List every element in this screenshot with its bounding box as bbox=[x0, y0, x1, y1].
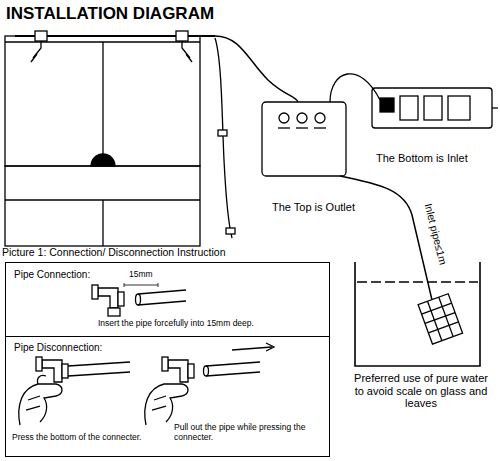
instruction-text: Press the bottom of the connecter. bbox=[12, 433, 162, 443]
aquarium-tank bbox=[5, 36, 200, 166]
panel-heading: Picture 1: Connection/ Disconnection Ins… bbox=[2, 246, 226, 258]
water-note: Preferred use of pure water to avoid sca… bbox=[348, 372, 494, 410]
instruction-text: Pull out the pipe while pressing the con… bbox=[174, 423, 324, 443]
instruction-text: Insert the pipe forcefully into 15mm dee… bbox=[98, 319, 324, 329]
instruction-panel: Picture 1: Connection/ Disconnection Ins… bbox=[5, 262, 330, 457]
outlet-note: The Top is Outlet bbox=[272, 201, 355, 214]
inlet-note: The Bottom is Inlet bbox=[376, 152, 468, 165]
pull-illustration bbox=[145, 343, 274, 425]
pipe-length-note: Inlet pipe≤1m bbox=[423, 202, 450, 266]
section-heading: Pipe Connection: bbox=[14, 269, 90, 281]
pump-controller bbox=[262, 102, 346, 176]
water-container bbox=[355, 262, 480, 366]
press-illustration bbox=[19, 357, 130, 425]
power-strip bbox=[372, 88, 492, 128]
disconnection-section: Pipe Disconnection: Press the bottom of t… bbox=[6, 337, 329, 454]
connection-illustration bbox=[92, 283, 186, 316]
diagram-title: INSTALLATION DIAGRAM bbox=[6, 4, 214, 24]
section-heading: Pipe Disconnection: bbox=[14, 342, 102, 354]
connection-section: Pipe Connection: Insert the pipe forceful… bbox=[6, 263, 329, 337]
inlet-filter bbox=[418, 294, 462, 344]
aquarium-cabinet bbox=[5, 166, 200, 246]
dimension-label: 15mm bbox=[128, 270, 154, 280]
